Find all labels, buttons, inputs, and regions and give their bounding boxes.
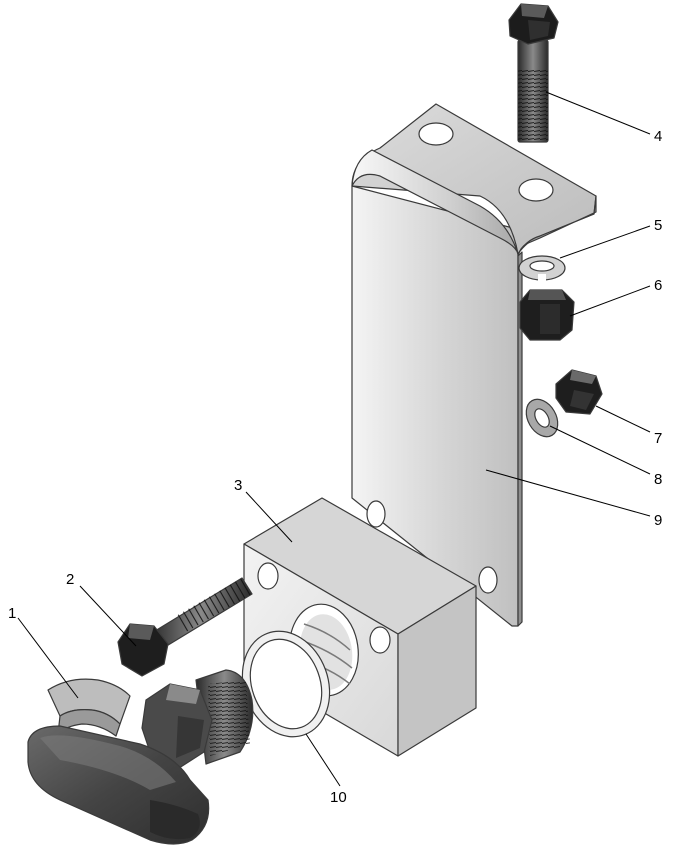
leader-lines: [17, 91, 651, 787]
flat-washer-part-8: [525, 398, 559, 438]
callout-labels: 1 2 3 4 5 6 7 8 9 10: [8, 128, 662, 806]
plate-hole: [366, 500, 386, 528]
callout-2: 2: [66, 571, 74, 588]
callout-10: 10: [330, 789, 347, 806]
callout-6: 6: [654, 277, 662, 294]
bolt-part-2: [117, 577, 253, 677]
hex-nut-part-6: [519, 289, 575, 341]
hex-nut-part-7: [555, 369, 603, 415]
callout-3: 3: [234, 477, 242, 494]
bolt-part-4: [508, 3, 559, 143]
callout-4: 4: [654, 128, 662, 145]
lock-washer-part-5: [518, 255, 566, 282]
bracket-part-9: [351, 103, 597, 627]
flange-hole: [418, 122, 454, 146]
plate-hole: [478, 566, 498, 594]
callout-5: 5: [654, 217, 662, 234]
callout-7: 7: [654, 430, 662, 447]
knob-fitting-part-1: [27, 669, 254, 845]
flange-hole: [518, 178, 554, 202]
callout-8: 8: [654, 471, 662, 488]
gasket-part-10: [241, 630, 331, 738]
callout-1: 1: [8, 605, 16, 622]
callout-9: 9: [654, 512, 662, 529]
